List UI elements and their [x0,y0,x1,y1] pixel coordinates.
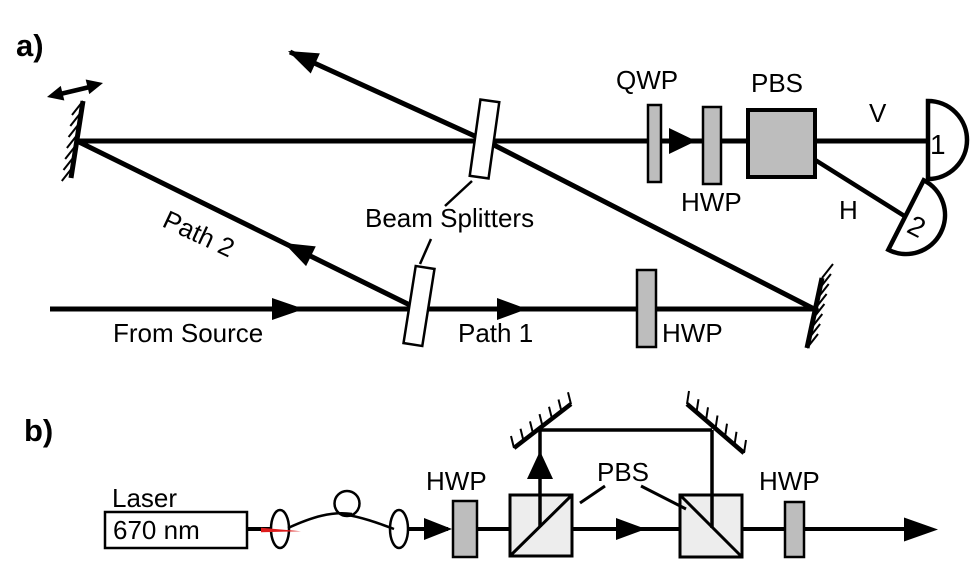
mid-arrowhead [616,518,646,540]
laser-box [103,510,249,550]
up-arrowhead [527,451,553,479]
v-output-label: V [869,98,887,128]
h-output-label: H [839,195,858,225]
mirror-b-right [685,390,747,455]
fixed-mirror-right [804,263,834,349]
panel-a: a) Beam Splitters QWP [16,28,970,349]
fiber-loop [287,489,395,531]
hwp-plate-b-left [451,499,479,559]
path1-label: Path 1 [458,318,533,348]
red-beam-focus [261,527,301,533]
mirror-hatching [61,100,84,182]
detector-1-number: 1 [930,129,946,160]
hwp-plate-b-right [783,500,806,559]
beam-splitter-to-output [288,49,492,146]
hwp-bottom-label: HWP [662,318,723,348]
hwp-plate-bottom [635,268,658,349]
hwp-b-right-label: HWP [759,466,820,496]
pbs-cube-a [746,108,817,179]
path1-arrowhead [497,298,527,320]
pbs-pointer-right [640,484,687,511]
input-arrowhead [424,518,452,540]
beam-path2-diagonal [75,138,426,315]
pbs-cube-b-right [678,493,744,559]
from-source-label: From Source [113,318,263,348]
detector-2: 2 [885,177,948,257]
detector-1: 1 [925,98,970,182]
beam-h-to-detector2 [810,156,908,219]
laser-wavelength: 670 nm [113,515,200,545]
scan-double-arrow-icon [47,79,103,101]
pbs-b-label: PBS [597,457,649,487]
final-arrowhead [904,517,938,542]
beam-splitter-lower [402,264,436,348]
beam-splitters-pointer-lower [418,238,433,265]
hwp-plate-top [701,105,723,186]
mirror-b-left [510,391,573,450]
panel-b: b) Laser 670 nm HWP [24,390,938,559]
pbs-pointer-left [579,484,606,505]
laser-label: Laser [112,483,177,513]
panel-b-label: b) [24,413,53,448]
beam-splitters-label: Beam Splitters [365,203,534,233]
qwp-label: QWP [616,65,678,95]
beam-splitters-pointer-upper [444,180,473,207]
panel-a-label: a) [16,28,44,63]
hwp-top-label: HWP [681,187,742,217]
mirror-hatching [686,390,747,454]
qwp-arrowhead [669,128,696,154]
mirror-hatching [806,263,834,349]
mirror-hatching [510,391,572,449]
qwp-plate [646,103,663,184]
pbs-a-label: PBS [751,68,803,98]
path2-arrowhead [284,243,316,267]
beam-mirror-to-splitter [488,140,820,314]
pbs-cube-b-left [508,493,574,558]
beam-splitter-upper [468,98,501,180]
output-arrowhead [288,51,320,74]
hwp-b-left-label: HWP [426,466,487,496]
source-arrowhead [272,298,304,320]
